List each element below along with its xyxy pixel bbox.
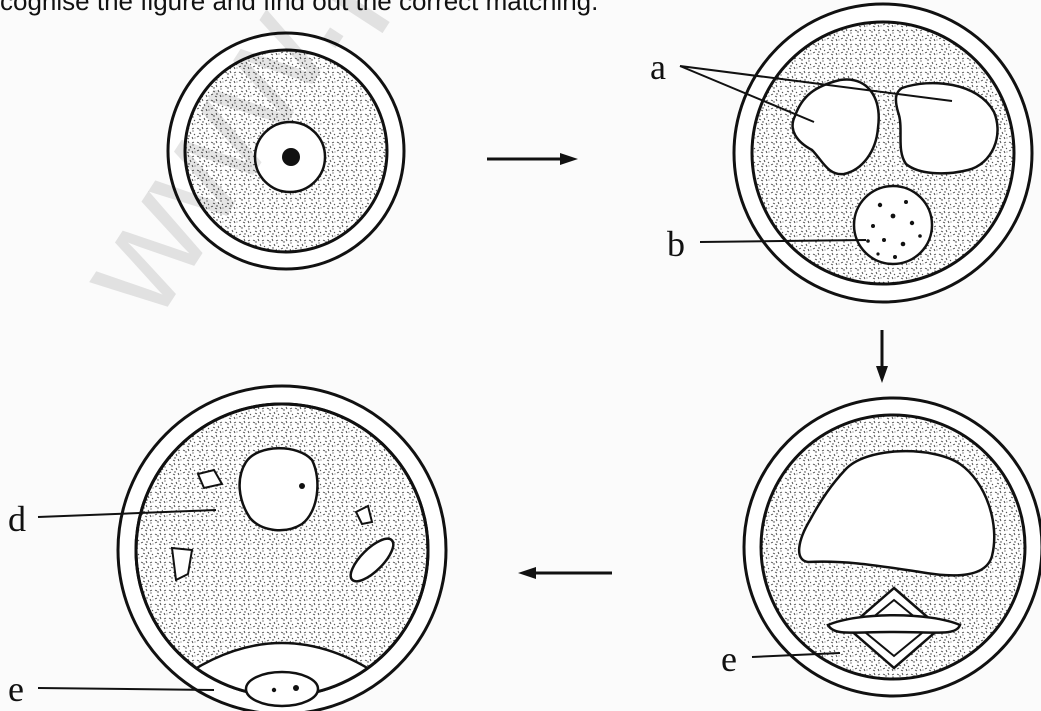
- basal-nucleus: [246, 672, 318, 706]
- cell-stage-3: e: [721, 398, 1041, 696]
- label-d: d: [8, 499, 26, 539]
- nucleolus: [282, 148, 300, 166]
- arrow-down: [876, 330, 888, 383]
- cell-stage-2: a b: [650, 4, 1032, 302]
- arrow-left: [518, 567, 612, 579]
- nucleus: [854, 186, 932, 264]
- label-e-left: e: [8, 669, 24, 709]
- pointer-line-e-left: [38, 688, 214, 690]
- label-e-right: e: [721, 639, 737, 679]
- label-a: a: [650, 47, 666, 87]
- nucleus-upper: [240, 448, 318, 530]
- cell-stage-1: [168, 33, 404, 269]
- cell-stage-4: d e: [8, 386, 446, 711]
- arrow-right: [487, 153, 578, 165]
- label-b: b: [667, 224, 685, 264]
